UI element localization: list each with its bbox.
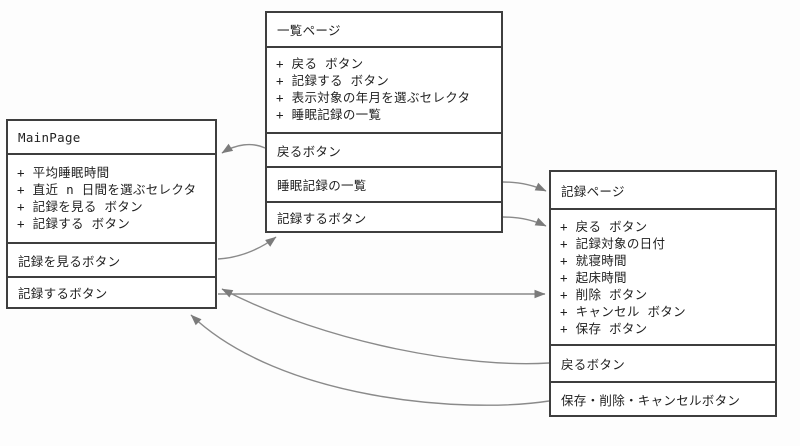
attribute-row: + 直近 n 日間を選ぶセレクタ xyxy=(17,182,197,197)
recordpage-back-button-section: 戻るボタン xyxy=(551,344,775,381)
recordpage-attributes-compartment: + 戻る ボタン + 記録対象の日付 + 就寝時間 + 起床時間 + 削除 ボタ… xyxy=(551,208,775,344)
attribute-row: + 保存 ボタン xyxy=(560,321,648,336)
recordpage-title: 記録ページ xyxy=(561,183,625,199)
attribute-row: + 表示対象の年月を選ぶセレクタ xyxy=(276,90,471,105)
attribute-row: + 削除 ボタン xyxy=(560,287,648,302)
attribute-row: + キャンセル ボタン xyxy=(560,304,686,319)
mainpage-view-records-button-section: 記録を見るボタン xyxy=(8,242,215,276)
attribute-row: + 睡眠記録の一覧 xyxy=(276,107,382,122)
attribute-row: + 戻る ボタン xyxy=(276,56,364,71)
mainpage-attributes-compartment: + 平均睡眠時間 + 直近 n 日間を選ぶセレクタ + 記録を見る ボタン + … xyxy=(8,153,215,242)
attribute-row: + 起床時間 xyxy=(560,270,627,285)
class-box-listpage: 一覧ページ + 戻る ボタン + 記録する ボタン + 表示対象の年月を選ぶセレ… xyxy=(265,11,503,233)
mainpage-record-button-section: 記録するボタン xyxy=(8,276,215,307)
attribute-row: + 記録対象の日付 xyxy=(560,236,666,251)
recordpage-save-delete-cancel-section: 保存・削除・キャンセルボタン xyxy=(551,381,775,415)
arrow-listpage-backbutton-to-mainpage xyxy=(221,143,266,154)
mainpage-title: MainPage xyxy=(18,129,81,145)
arrow-listpage-sleeprecordlist-to-recordpage xyxy=(502,181,547,192)
attribute-row: + 平均睡眠時間 xyxy=(17,165,110,180)
listpage-sleep-record-list-section: 睡眠記録の一覧 xyxy=(267,166,501,201)
arrow-listpage-recordbutton-to-recordpage xyxy=(502,216,547,227)
attribute-row: + 記録する ボタン xyxy=(17,216,131,231)
listpage-back-button-section: 戻るボタン xyxy=(267,132,501,166)
class-box-mainpage: MainPage + 平均睡眠時間 + 直近 n 日間を選ぶセレクタ + 記録を… xyxy=(6,119,217,309)
listpage-title: 一覧ページ xyxy=(277,23,341,38)
arrow-recordpage-backbutton-to-mainpage xyxy=(221,288,550,365)
attribute-row: + 記録を見る ボタン xyxy=(17,199,143,214)
class-box-recordpage: 記録ページ + 戻る ボタン + 記録対象の日付 + 就寝時間 + 起床時間 +… xyxy=(549,170,777,417)
attribute-row: + 記録する ボタン xyxy=(276,73,390,88)
attribute-row: + 就寝時間 xyxy=(560,253,627,268)
arrow-recordpage-savedeletecancel-to-mainpage xyxy=(190,314,550,406)
arrow-mainpage-viewrecordsbutton-to-listpage xyxy=(217,236,277,260)
listpage-attributes-compartment: + 戻る ボタン + 記録する ボタン + 表示対象の年月を選ぶセレクタ + 睡… xyxy=(267,46,501,132)
listpage-record-button-section: 記録するボタン xyxy=(267,201,501,231)
attribute-row: + 戻る ボタン xyxy=(560,219,648,234)
